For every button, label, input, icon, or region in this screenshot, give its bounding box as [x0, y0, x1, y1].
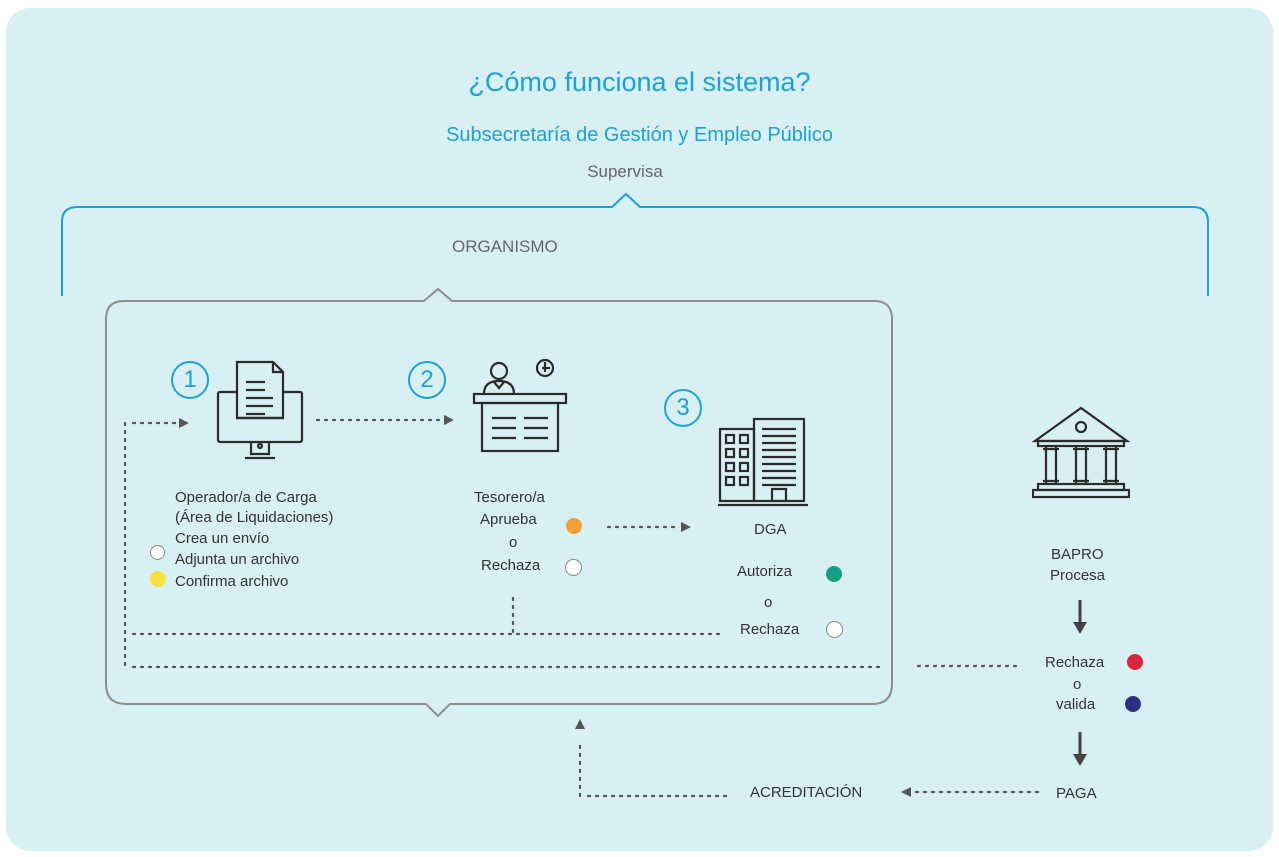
step2-role: Tesorero/a	[474, 489, 545, 506]
supervisa-label: Supervisa	[587, 162, 663, 181]
step1-action-create: Crea un envío	[175, 530, 270, 547]
step1-action-confirm: Confirma archivo	[175, 573, 289, 590]
bapro-name: BAPRO	[1051, 546, 1104, 563]
step2-or: o	[509, 534, 518, 551]
step2-approve-dot-orange	[566, 518, 582, 534]
arrow-procesa-head	[1073, 622, 1087, 634]
bank-building-icon	[1032, 406, 1130, 499]
step1-role-line2: (Área de Liquidaciones)	[175, 509, 334, 526]
step3-authorize-dot-green	[826, 566, 842, 582]
step1-status-dot-white	[150, 545, 165, 560]
supervisa-bracket	[61, 192, 1209, 296]
acreditacion-label: ACREDITACIÓN	[750, 784, 863, 801]
office-building-icon	[718, 417, 808, 507]
bapro-reject: Rechaza	[1045, 654, 1105, 671]
step-1-badge: 1	[171, 361, 209, 399]
step1-role-line1: Operador/a de Carga	[175, 489, 317, 506]
bapro-reject-dot-red	[1127, 654, 1143, 670]
step3-reject: Rechaza	[740, 621, 800, 638]
page-title: ¿Cómo funciona el sistema?	[468, 67, 811, 97]
step3-or: o	[764, 594, 773, 611]
step1-status-dot-yellow	[150, 571, 166, 587]
step2-reject-dot-white	[565, 559, 582, 576]
desk-clerk-icon	[472, 358, 568, 453]
step-2-badge: 2	[408, 361, 446, 399]
arrowhead-to-step2	[444, 415, 454, 425]
step3-authorize: Autoriza	[737, 563, 793, 580]
page-subtitle: Subsecretaría de Gestión y Empleo Públic…	[446, 124, 833, 146]
step1-action-attach: Adjunta un archivo	[175, 551, 300, 568]
bapro-validate: valida	[1056, 696, 1096, 713]
bapro-action: Procesa	[1050, 567, 1106, 584]
step3-reject-dot-white	[826, 621, 843, 638]
step3-role: DGA	[754, 521, 787, 538]
bapro-pay: PAGA	[1056, 785, 1097, 802]
step2-reject: Rechaza	[481, 557, 541, 574]
arrowhead-to-step3	[681, 522, 691, 532]
document-computer-icon	[216, 360, 304, 460]
arrowhead-into-step1	[179, 418, 189, 428]
arrowhead-up-acreditacion	[575, 719, 585, 729]
arrow-valida-head	[1073, 754, 1087, 766]
arrowhead-to-acreditacion	[901, 787, 911, 797]
step2-approve: Aprueba	[480, 511, 537, 528]
organismo-label: ORGANISMO	[452, 237, 558, 256]
bapro-validate-dot-navy	[1125, 696, 1141, 712]
step-3-badge: 3	[664, 389, 702, 427]
organismo-box	[105, 287, 893, 718]
bapro-or: o	[1073, 676, 1082, 693]
